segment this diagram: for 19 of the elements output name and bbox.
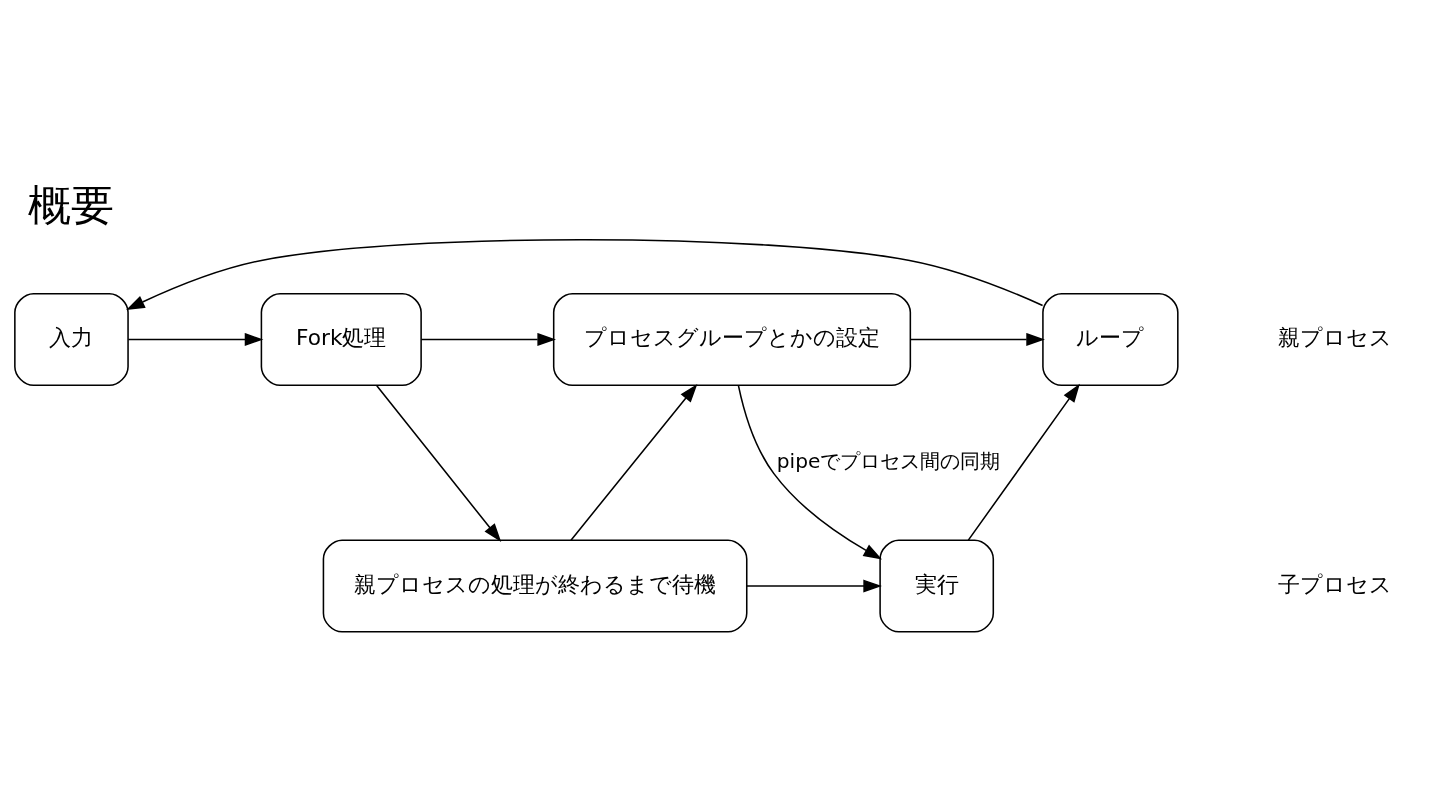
diagram-title: 概要 — [27, 179, 114, 230]
label: 子プロセス — [1278, 571, 1393, 597]
arrow — [737, 384, 883, 559]
node-box: Fork処理 — [260, 292, 422, 386]
node-box: ループ — [1042, 292, 1179, 386]
node-box: プロセスグループとかの設定 — [552, 292, 912, 386]
node-box: 実行 — [879, 539, 995, 633]
arrow — [746, 579, 882, 593]
arrow — [126, 238, 1044, 310]
node-box: 入力 — [14, 292, 129, 386]
node-box: 親プロセスの処理が終わるまで待機 — [322, 539, 748, 633]
arrow — [570, 383, 698, 541]
arrow — [910, 332, 1045, 346]
arrow — [376, 384, 502, 542]
arrow — [127, 332, 264, 346]
arrow — [420, 332, 556, 346]
edge-label: pipeでプロセス間の同期 — [776, 448, 1001, 473]
label: 親プロセス — [1278, 324, 1393, 350]
arrow — [967, 383, 1080, 541]
